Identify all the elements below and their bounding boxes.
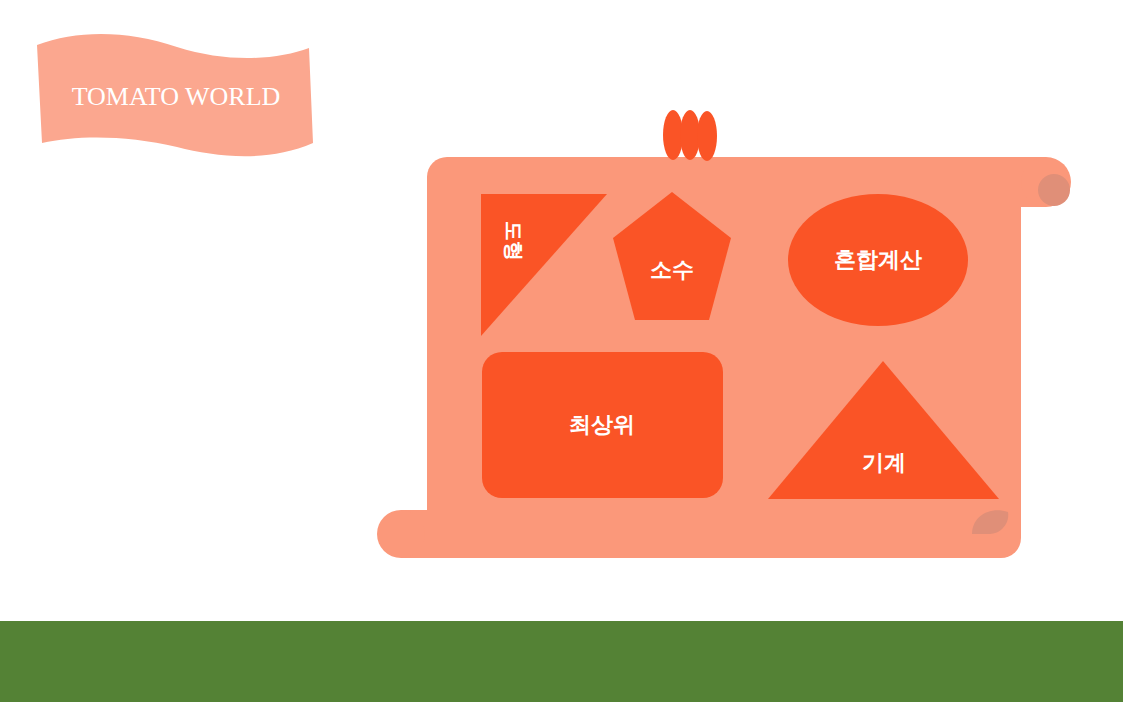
shape-rounded-box-fill (482, 352, 723, 498)
scroll-top-curl (1021, 157, 1071, 207)
shape-pentagon: 소수 (613, 192, 731, 320)
shape-triangle-corner-fill (481, 194, 607, 336)
shape-triangle-corner-outline (481, 194, 607, 336)
stem-leaf (697, 111, 717, 161)
shape-pentagon-fill (613, 192, 731, 320)
shape-label: TOMATO WORLD (72, 83, 281, 112)
shape-triangle-fill (768, 361, 999, 499)
stem-leaf (680, 110, 700, 160)
shape-label: 기계 (862, 451, 906, 475)
shape-ellipse: 혼합계산 (788, 194, 968, 326)
scroll-body (427, 157, 1021, 558)
title-flag-fill (37, 34, 313, 156)
shape-triangle: 기계 (768, 361, 999, 499)
shape-ellipse-fill (788, 194, 968, 326)
scroll-bottom-curl-inner (972, 510, 1008, 534)
shape-pentagon-outline (613, 192, 731, 320)
shape-label: 최상위 (569, 413, 635, 437)
scroll-bottom-curl (377, 510, 425, 558)
shape-triangle-outline (768, 361, 999, 499)
shape-label: 도형 (503, 221, 525, 261)
shape-label: 혼합계산 (834, 248, 922, 272)
scroll-top-curl-inner (1038, 174, 1070, 206)
grass-ground (0, 621, 1123, 702)
shape-triangle-corner: 도형 (481, 194, 607, 336)
title-flag: TOMATO WORLD (37, 35, 313, 158)
shape-rounded-box: 최상위 (482, 352, 723, 498)
shape-label: 소수 (650, 258, 694, 282)
